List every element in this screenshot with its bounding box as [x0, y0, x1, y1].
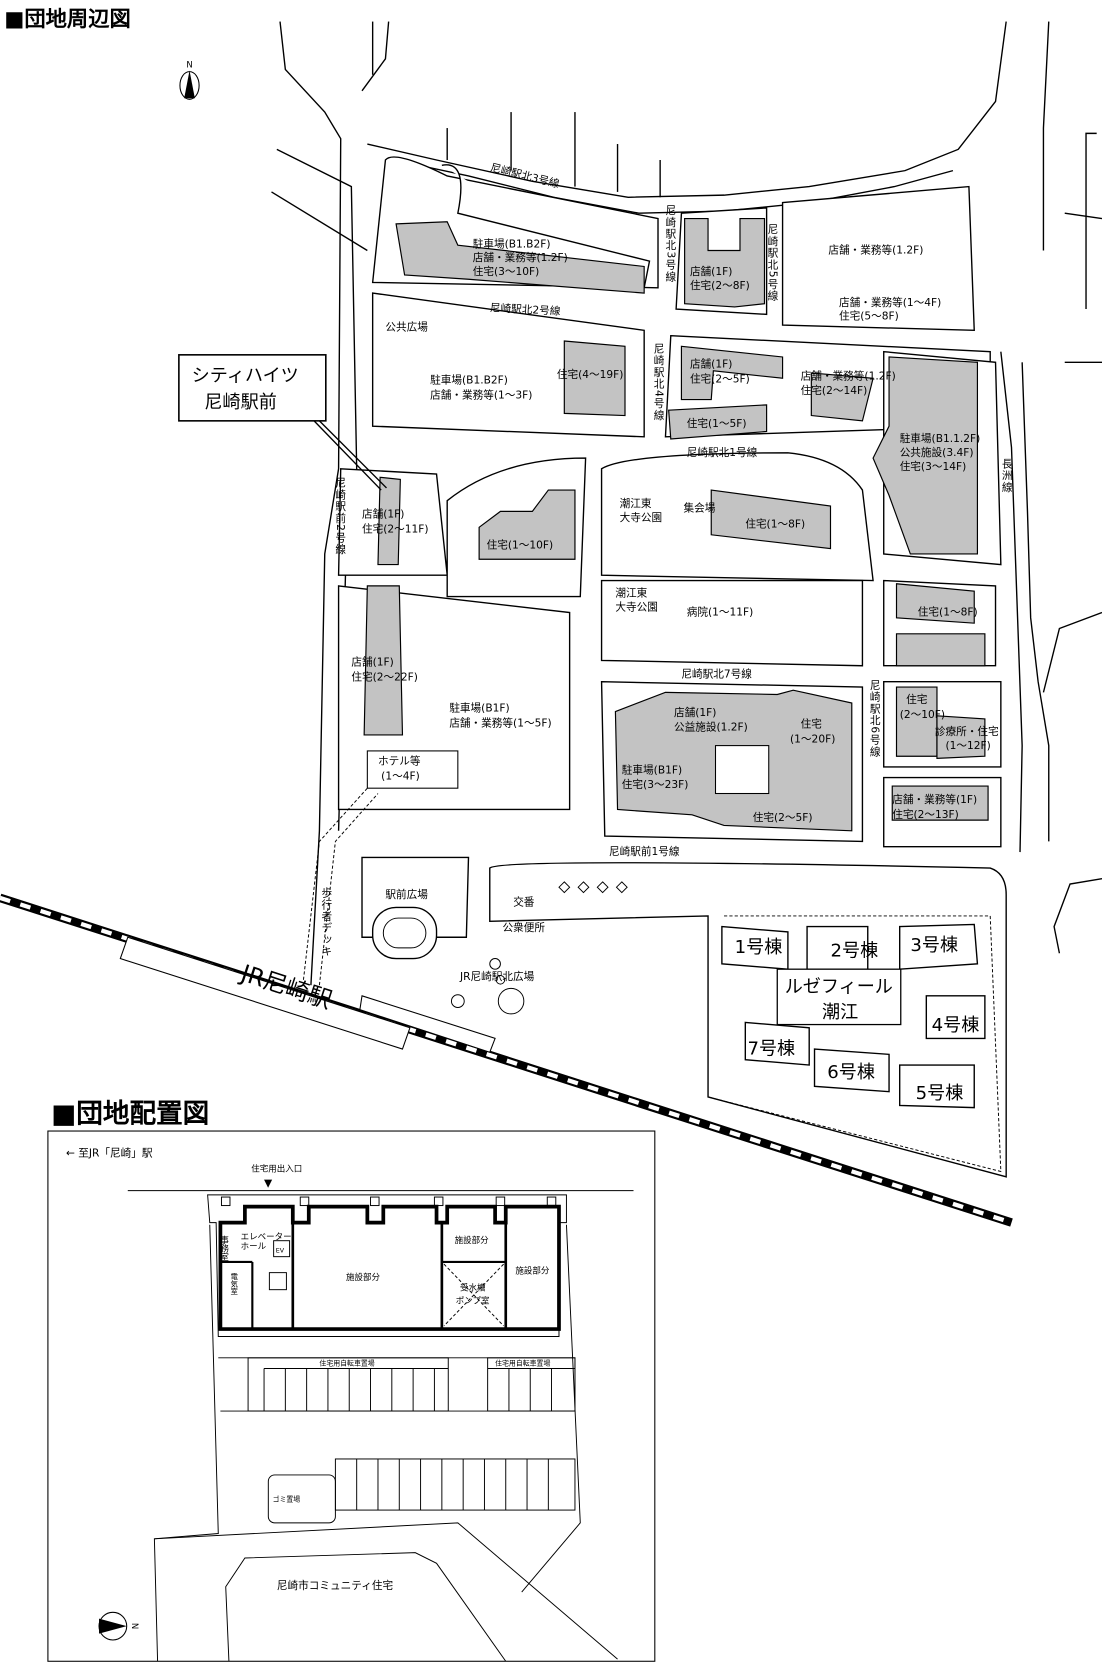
- road-label: 尼崎駅北3号線: [664, 205, 677, 283]
- buildings: [363, 217, 989, 832]
- facility-label: 店舗・業務等(1～4F)住宅(5～8F): [839, 296, 941, 323]
- room-label: 施設部分: [346, 1272, 381, 1283]
- building-number: 1号棟: [735, 937, 783, 958]
- north-arrow-icon: N: [179, 60, 200, 100]
- road-label: 尼崎駅北5号線: [766, 224, 779, 302]
- building-number: 5号棟: [916, 1083, 964, 1104]
- facility-label: 駐車場(B1F)住宅(3～23F): [622, 763, 689, 791]
- facility-label: 住宅(2～5F): [753, 811, 813, 824]
- elevator-label: EV: [276, 1246, 285, 1254]
- facility-label: 集会場: [684, 501, 716, 514]
- room-label: 電気室: [229, 1272, 238, 1295]
- room-label: 施設部分: [515, 1266, 550, 1277]
- facility-label: 店舗・業務等(1F)住宅(2～13F): [892, 793, 977, 821]
- road-label: 尼崎駅前2号線: [334, 477, 347, 555]
- room-label: エレベーターホール: [241, 1233, 292, 1253]
- floor-plan: 施設部分 施設部分 施設部分 事務室 エレベーターホール 電気室 EV 受水槽ポ…: [207, 1194, 567, 1338]
- pedestrian-deck: [302, 787, 379, 986]
- facility-label: ホテル等(1～4F): [378, 755, 421, 783]
- callout-text: シティハイツ: [192, 365, 299, 386]
- facility-label: 店舗(1F)住宅(2～22F): [351, 656, 418, 684]
- bike-parking-label: 住宅用自転車置場: [495, 1358, 550, 1367]
- layout-frame: [47, 1130, 656, 1662]
- garbage-label: ゴミ置場: [273, 1495, 301, 1504]
- facility-label: 公共広場: [385, 320, 428, 333]
- facility-label: JR尼崎駅北広場: [459, 970, 535, 983]
- road-labels: 尼崎駅北3号線 尼崎駅北2号線 尼崎駅北1号線 尼崎駅北7号線 尼崎駅前1号線 …: [320, 161, 1013, 958]
- building-number: 7号棟: [747, 1038, 795, 1059]
- facility-label: 住宅(4～19F): [557, 368, 624, 381]
- facility-label: 住宅(1～10F): [487, 539, 554, 552]
- building-number: 3号棟: [910, 935, 958, 956]
- north-label: N: [129, 1623, 139, 1629]
- facility-label: 駐車場(B1.1.2F)公共施設(3.4F)住宅(3～14F): [900, 432, 981, 473]
- citi-heights-callout: シティハイツ 尼崎駅前: [178, 354, 387, 491]
- facility-label: 住宅(1～20F): [790, 717, 835, 745]
- to-station-label: ← 至JR「尼崎」駅: [66, 1147, 153, 1160]
- surroundings-title: ■団地周辺図: [4, 7, 131, 32]
- callout-text: ルゼフィール: [785, 977, 893, 998]
- facility-label: 店舗(1F)住宅(2～8F): [690, 265, 750, 292]
- roads: [271, 21, 1102, 986]
- railway: [0, 893, 1013, 1227]
- facility-label: 潮江東大寺公園: [615, 587, 658, 614]
- road-label: 歩行者デッキ: [320, 887, 333, 958]
- building-number: 2号棟: [830, 940, 878, 961]
- facility-label: 住宅(1～5F): [687, 417, 747, 430]
- facility-label: 病院(1～11F): [687, 606, 754, 619]
- entrance-label: 住宅用出入口: [251, 1163, 302, 1174]
- road-label: 尼崎駅北4号線: [653, 343, 666, 421]
- building-number: 4号棟: [932, 1015, 980, 1036]
- entrance-marker-icon: ▼: [264, 1176, 273, 1189]
- road-label: 尼崎駅北1号線: [687, 446, 758, 459]
- facility-label: 診療所・住宅(1～12F): [935, 725, 999, 752]
- community-housing-label: 尼崎市コミュニティ住宅: [277, 1579, 393, 1592]
- facility-label: 駅前広場: [385, 888, 428, 901]
- luzefil-estate: [707, 915, 1002, 1173]
- site-boundary: 尼崎市コミュニティ住宅: [153, 1224, 618, 1662]
- station-platform: [119, 936, 411, 1050]
- luzefil-callout: ルゼフィール 潮江: [776, 968, 902, 1026]
- facility-label: 駐車場(B1.B2F)店舗・業務等(1.2F)住宅(3～10F): [473, 237, 568, 278]
- facility-label: 潮江東大寺公園: [620, 497, 663, 524]
- bike-parking: 住宅用自転車置場 住宅用自転車置場: [218, 1357, 576, 1412]
- facility-label: 住宅(1～8F): [745, 517, 805, 530]
- facility-label: 店舗(1F)公益施設(1.2F): [674, 706, 748, 734]
- road-label: 尼崎駅北7号線: [681, 667, 752, 680]
- road-label: 尼崎駅北2号線: [490, 301, 561, 318]
- facility-label: 公衆便所: [503, 921, 546, 934]
- plaza-details: [371, 881, 628, 1015]
- facility-label: 駐車場(B1F)店舗・業務等(1～5F): [449, 702, 551, 730]
- facility-label: 住宅(2～10F): [900, 693, 945, 721]
- road-label: 尼崎駅前1号線: [609, 845, 680, 858]
- room-label: 施設部分: [455, 1235, 490, 1246]
- room-label: 受水槽ポンプ室: [456, 1283, 490, 1307]
- layout-title: ■団地配置図: [51, 1099, 209, 1130]
- facility-label: 店舗(1F)住宅(2～11F): [362, 508, 429, 536]
- building-number: 6号棟: [827, 1062, 875, 1083]
- road-label: 尼崎駅北6号線: [869, 680, 882, 758]
- car-parking: ゴミ置場: [267, 1458, 576, 1524]
- facility-label: 店舗・業務等(1.2F): [828, 244, 923, 257]
- building-numbers: 1号棟 2号棟 3号棟 4号棟 5号棟 6号棟 7号棟: [735, 935, 980, 1104]
- facility-label: 住宅(1～8F): [918, 606, 978, 619]
- facility-label: 交番: [513, 895, 535, 908]
- facility-label: 駐車場(B1.B2F)店舗・業務等(1～3F): [430, 374, 532, 402]
- callout-text: 尼崎駅前: [204, 392, 276, 413]
- facility-label: 店舗・業務等(1.2F)住宅(2～14F): [801, 369, 896, 397]
- road-label: 長洲線: [1001, 458, 1014, 493]
- room-label: 事務室: [219, 1235, 229, 1261]
- facility-labels: 駐車場(B1.B2F)店舗・業務等(1.2F)住宅(3～10F) 店舗(1F)住…: [351, 237, 998, 983]
- layout-north-arrow-icon: N: [98, 1611, 139, 1641]
- bike-parking-label: 住宅用自転車置場: [319, 1358, 374, 1367]
- callout-text: 潮江: [822, 1002, 858, 1023]
- facility-label: 店舗(1F)住宅(2～5F): [690, 358, 750, 386]
- north-label: N: [186, 60, 192, 70]
